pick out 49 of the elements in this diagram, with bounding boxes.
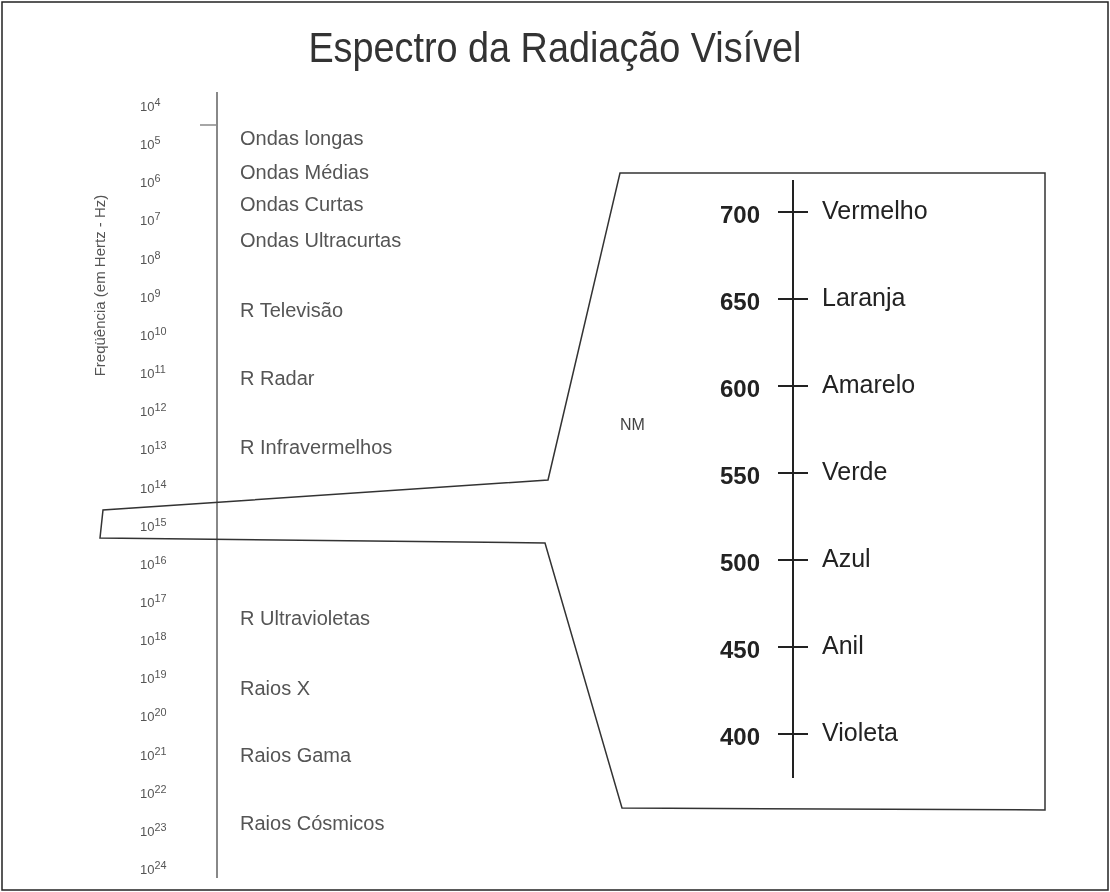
wavelength-label: 550: [720, 464, 761, 488]
band-label: R Infravermelhos: [240, 437, 393, 457]
tick-label: 10$^{19}$: [140, 669, 167, 686]
color-name: Verde: [822, 458, 888, 484]
wavelength-label: 650: [720, 290, 761, 314]
wavelength-label: 600: [720, 377, 761, 401]
wavelength-label: 400: [720, 725, 761, 749]
tick-label: 10$^{13}$: [140, 440, 167, 457]
tick-label: 10$^{14}$: [140, 478, 167, 495]
tick-label: 10$^{24}$: [140, 860, 167, 877]
band-label: R Televisão: [240, 300, 344, 320]
color-name: Violeta: [822, 719, 898, 745]
tick-label: 10$^{18}$: [140, 631, 167, 648]
axis-title: Freqüência (em Hertz - Hz): [92, 194, 108, 376]
unit-label: NM: [620, 417, 645, 433]
band-label: Ondas longas: [240, 128, 364, 148]
tick-label: 10$^{23}$: [140, 821, 167, 839]
color-name: Vermelho: [822, 197, 928, 223]
color-name: Azul: [822, 545, 871, 571]
wavelength-label: 450: [720, 638, 761, 662]
band-label: Ondas Médias: [240, 162, 369, 182]
tick-label: 10$^{4}$: [140, 97, 161, 114]
wavelength-label: 700: [720, 203, 761, 227]
band-label: Raios Gama: [240, 745, 352, 765]
tick-label: 10$^{10}$: [140, 325, 167, 343]
wavelength-label: 500: [720, 551, 761, 575]
tick-label: 10$^{16}$: [140, 554, 167, 572]
tick-label: 10$^{21}$: [140, 745, 167, 762]
tick-label: 10$^{8}$: [140, 249, 161, 266]
band-label: Ondas Ultracurtas: [240, 230, 402, 250]
band-label: R Ultravioletas: [240, 608, 371, 628]
tick-label: 10$^{17}$: [140, 592, 167, 610]
band-label: Raios Cósmicos: [240, 813, 385, 833]
tick-label: 10$^{11}$: [140, 364, 166, 381]
tick-label: 10$^{6}$: [140, 173, 161, 190]
band-label: Raios X: [240, 678, 311, 698]
title: Espectro da Radiação Visível: [308, 27, 802, 69]
tick-label: 10$^{22}$: [140, 783, 167, 800]
tick-label: 10$^{20}$: [140, 707, 167, 724]
color-name: Amarelo: [822, 371, 916, 397]
band-label: R Radar: [240, 368, 315, 388]
tick-label: 10$^{5}$: [140, 135, 161, 152]
tick-label: 10$^{7}$: [140, 211, 161, 228]
tick-label: 10$^{9}$: [140, 287, 161, 305]
band-label: Ondas Curtas: [240, 194, 364, 214]
tick-label: 10$^{15}$: [140, 516, 167, 533]
color-name: Laranja: [822, 284, 906, 310]
tick-label: 10$^{12}$: [140, 402, 167, 419]
color-name: Anil: [822, 632, 864, 658]
